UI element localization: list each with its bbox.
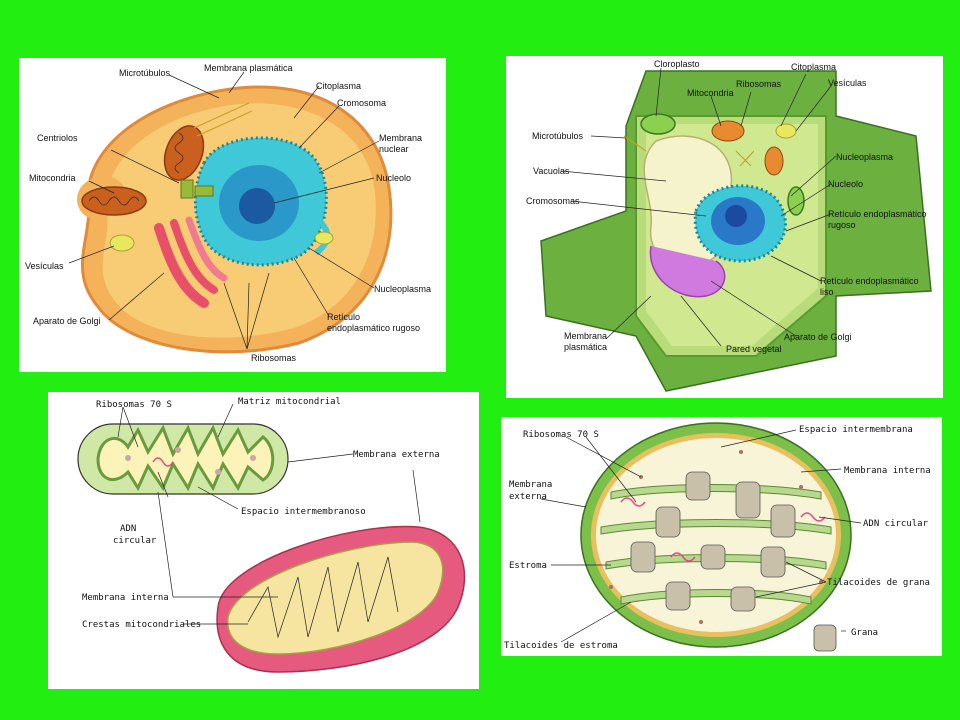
label-espacio: Espacio intermembranoso: [241, 507, 366, 517]
label-ribosomas: Ribosomas 70 S: [96, 400, 172, 410]
label-matriz: Matriz mitocondrial: [238, 397, 341, 407]
label-membrana-externa-2: externa: [509, 492, 547, 502]
label-pared-vegetal: Pared vegetal: [726, 344, 782, 354]
label-nucleolo: Nucleolo: [828, 179, 863, 189]
label-reticulo-rugoso-2: rugoso: [828, 220, 856, 230]
label-membrana-2: plasmática: [564, 342, 607, 352]
label-aparato-golgi: Aparato de Golgi: [33, 316, 101, 326]
label-reticulo-rugoso: Retículo endoplasmático: [828, 209, 927, 219]
label-cromosomas: Cromosomas: [526, 196, 580, 206]
label-centriolos: Centriolos: [37, 133, 78, 143]
label-vesiculas: Vesículas: [25, 261, 64, 271]
label-adn-2: circular: [113, 536, 157, 546]
label-microtubulos: Microtúbulos: [532, 131, 584, 141]
label-membrana-externa: Membrana externa: [353, 450, 440, 460]
chloroplast-panel: Ribosomas 70 S Espacio intermembrana Mem…: [501, 417, 942, 656]
plant-chloroplast: [640, 113, 676, 135]
label-aparato-golgi: Aparato de Golgi: [784, 332, 852, 342]
plant-cell-panel: Cloroplasto Ribosomas Citoplasma Mitocon…: [506, 56, 943, 398]
chloro-stroma: [596, 438, 836, 632]
label-mitocondria: Mitocondria: [687, 88, 734, 98]
label-tilacoides-grana: Tilacoides de grana: [827, 578, 930, 588]
label-membrana-nuclear: Membrana: [379, 133, 422, 143]
label-membrana-nuclear-2: nuclear: [379, 144, 409, 154]
label-ribosomas: Ribosomas: [736, 79, 782, 89]
animal-cell-diagram: Microtúbulos Membrana plasmática Citopla…: [25, 63, 431, 363]
label-grana: Grana: [851, 628, 878, 638]
plant-nucleolus: [725, 205, 747, 227]
grana-stacks: [630, 471, 796, 612]
label-espacio: Espacio intermembrana: [799, 425, 913, 435]
label-membrana-plasmatica: Membrana plasmática: [204, 63, 293, 73]
label-vesiculas: Vesículas: [828, 78, 867, 88]
label-microtubulos: Microtúbulos: [119, 68, 171, 78]
label-ribosomas: Ribosomas: [251, 353, 297, 363]
animal-mitochondrion: [81, 186, 147, 216]
mito-inner-membrane: [96, 424, 275, 492]
label-adn: ADN: [120, 524, 136, 534]
label-mitocondria: Mitocondria: [29, 173, 76, 183]
animal-nucleolus: [239, 188, 275, 224]
label-cromosoma: Cromosoma: [337, 98, 386, 108]
label-citoplasma: Citoplasma: [791, 62, 836, 72]
label-membrana-interna: Membrana interna: [844, 466, 931, 476]
label-adn: ADN circular: [863, 519, 929, 529]
plant-cell-diagram: Cloroplasto Ribosomas Citoplasma Mitocon…: [526, 59, 932, 392]
plant-golgi: [649, 245, 726, 298]
label-reticulo-liso-2: liso: [820, 287, 834, 297]
label-reticulo: Retículo: [327, 312, 360, 322]
animal-cell-panel: Microtúbulos Membrana plasmática Citopla…: [19, 58, 446, 372]
label-membrana: Membrana: [564, 331, 607, 341]
animal-golgi: [154, 216, 228, 308]
label-citoplasma: Citoplasma: [316, 81, 361, 91]
label-tilacoides-estroma: Tilacoides de estroma: [504, 641, 618, 651]
label-vacuolas: Vacuolas: [533, 166, 570, 176]
label-reticulo-liso: Retículo endoplasmático: [820, 276, 919, 286]
label-membrana-externa: Membrana: [509, 480, 552, 490]
label-cloroplasto: Cloroplasto: [654, 59, 700, 69]
mitochondrion-diagram: Ribosomas 70 S Matriz mitocondrial Membr…: [77, 397, 466, 673]
label-membrana-interna: Membrana interna: [82, 593, 169, 603]
label-nucleolo: Nucleolo: [376, 173, 411, 183]
chloroplast-diagram: Ribosomas 70 S Espacio intermembrana Mem…: [504, 422, 931, 652]
label-reticulo-2: endoplasmático rugoso: [327, 323, 420, 333]
label-estroma: Estroma: [509, 561, 547, 571]
label-nucleoplasma: Nucleoplasma: [374, 284, 431, 294]
label-ribosomas: Ribosomas 70 S: [523, 430, 599, 440]
label-nucleoplasma: Nucleoplasma: [836, 152, 893, 162]
mitochondrion-panel: Ribosomas 70 S Matriz mitocondrial Membr…: [48, 392, 479, 689]
label-crestas: Crestas mitocondriales: [82, 620, 201, 630]
